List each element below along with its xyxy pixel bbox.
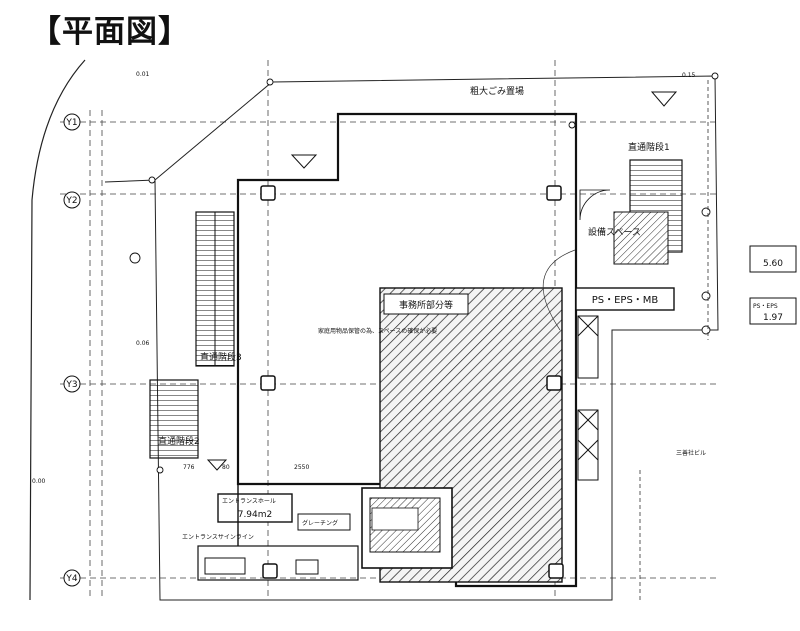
axis-y4-label: Y4 xyxy=(65,574,77,584)
axis-y1-marker xyxy=(63,113,81,131)
stair1-label: 直通階段1 xyxy=(628,141,670,153)
ps-eps-right-area: 1.97 xyxy=(763,313,783,323)
ps-eps-right-label: PS・EPS xyxy=(753,303,778,310)
columns xyxy=(260,185,564,579)
entrance-hall-box xyxy=(217,493,293,523)
axis-y1-label: Y1 xyxy=(65,118,77,128)
dim-left-mid: 0.06 xyxy=(136,340,150,347)
building-outline xyxy=(236,112,578,588)
site-boundary-curve xyxy=(29,59,86,601)
garbage-room-label: 粗大ごみ置場 xyxy=(470,85,524,97)
ps-eps-right-box xyxy=(749,297,797,325)
neighbor-building-label: 三善社ビル xyxy=(676,449,706,457)
equipment-space-label: 設備スペース xyxy=(588,226,641,238)
page-title: 【平面図】 xyxy=(30,14,190,50)
stair2-label: 直通階段2 xyxy=(158,435,200,447)
axis-y3-marker xyxy=(63,375,81,393)
entrance-hall-area: 7.94m2 xyxy=(238,510,273,520)
stair1-inner xyxy=(613,211,669,265)
axis-y4-marker xyxy=(63,569,81,587)
plan-note: 家庭用物品保管の為、スペースの確保が必要 xyxy=(318,327,437,335)
fixtures xyxy=(129,72,719,474)
dim-top-left: 0.01 xyxy=(136,71,150,78)
hatched-label: 事務所部分等 xyxy=(399,299,453,311)
stair3-label: 直通階段3 xyxy=(200,351,242,363)
hatched-label-box xyxy=(383,293,469,315)
greening-box xyxy=(297,513,351,531)
dim-776: 776 xyxy=(183,464,195,471)
shafts xyxy=(577,315,599,481)
axis-y3-label: Y3 xyxy=(65,380,77,390)
axis-y2-marker xyxy=(63,191,81,209)
stair2-shape xyxy=(149,379,199,459)
ps-eps-mb-label: PS・EPS・MB xyxy=(592,295,659,306)
dim-80: 80 xyxy=(222,464,230,471)
ps-eps-mb-box xyxy=(575,287,675,311)
dim-bottom-left: 0.00 xyxy=(32,478,46,485)
site-boundary xyxy=(154,75,719,601)
entrance-hall-label: エントランスホール xyxy=(222,498,276,505)
greening-label: グレーチング xyxy=(302,519,338,527)
door-swing xyxy=(579,189,611,221)
dim-2550: 2550 xyxy=(294,464,309,471)
space-area-label: 5.60 xyxy=(763,259,783,269)
dim-top-right: 0.15 xyxy=(682,72,696,79)
entrance-sign-label: エントランスサインライン xyxy=(182,534,254,541)
axis-markers: Y1 Y2 Y3 Y4 xyxy=(63,113,81,587)
space-area-box xyxy=(749,245,797,273)
axis-y2-label: Y2 xyxy=(65,196,77,206)
